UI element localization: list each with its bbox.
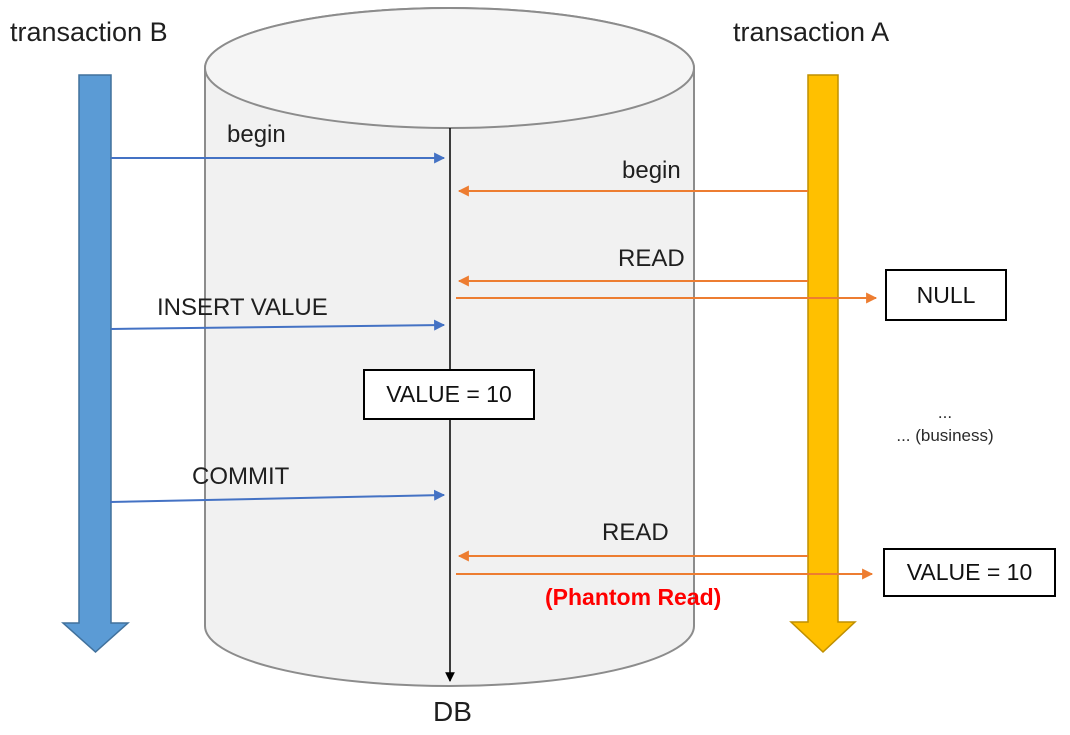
transaction-a-arrow <box>789 74 857 654</box>
db-value-box: VALUE = 10 <box>363 369 535 420</box>
business-note: ... (business) <box>896 426 994 445</box>
null-result-text: NULL <box>916 281 976 308</box>
arrow-insert-value <box>110 319 446 331</box>
insert-value-label: INSERT VALUE <box>157 294 328 321</box>
db-title: DB <box>433 696 472 727</box>
arrow-commit <box>109 489 446 503</box>
value-result-text: VALUE = 10 <box>906 559 1033 585</box>
read-second-label: READ <box>602 519 669 546</box>
commit-label: COMMIT <box>192 463 290 490</box>
ellipsis-note: ... <box>937 403 953 422</box>
transaction-a-title: transaction A <box>733 17 890 47</box>
transaction-b-arrow <box>61 74 130 654</box>
phantom-read-note: (Phantom Read) <box>545 584 722 610</box>
read-first-label: READ <box>618 245 685 272</box>
db-value-text: VALUE = 10 <box>386 381 512 407</box>
begin-b-label: begin <box>227 121 286 148</box>
value-result-box: VALUE = 10 <box>883 548 1056 597</box>
begin-a-label: begin <box>622 157 681 184</box>
transaction-b-title: transaction B <box>10 17 168 47</box>
null-result-box: NULL <box>885 269 1007 321</box>
